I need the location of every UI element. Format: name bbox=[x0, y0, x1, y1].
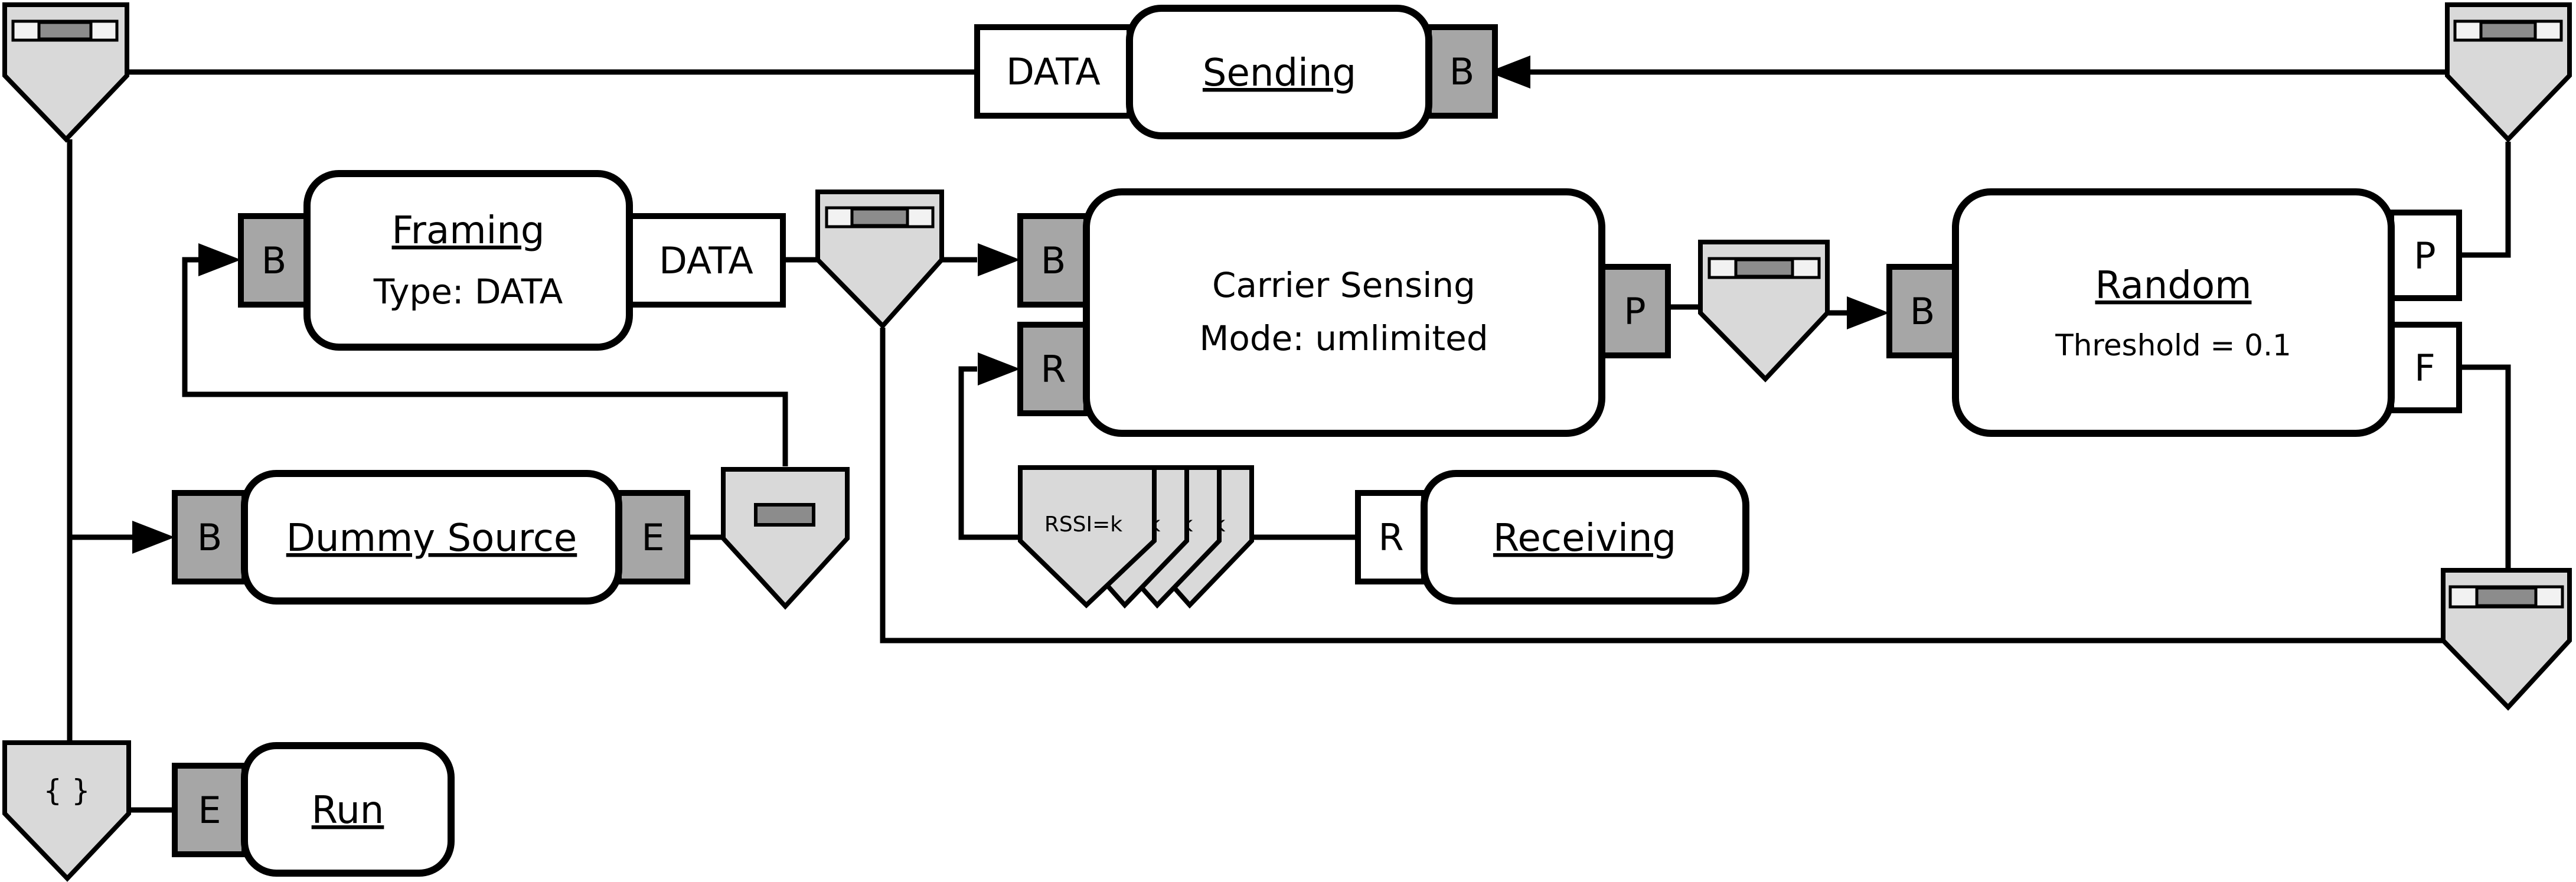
block-random[interactable]: B P F Random Threshold = 0.1 bbox=[1886, 188, 2462, 437]
dummy-port-e[interactable] bbox=[616, 490, 690, 584]
carrier-body[interactable] bbox=[1083, 188, 1605, 437]
carrier-port-p-label: P bbox=[1624, 290, 1645, 333]
run-node-label: { } bbox=[43, 773, 90, 808]
receiving-body[interactable] bbox=[1421, 470, 1749, 605]
slot-fill bbox=[2475, 586, 2538, 607]
framing-title: Framing bbox=[392, 209, 545, 253]
sending-body[interactable] bbox=[1126, 5, 1432, 139]
framing-body[interactable] bbox=[303, 170, 633, 351]
slot-fill bbox=[850, 207, 909, 227]
node-run[interactable]: { } bbox=[2, 740, 131, 882]
slot-fill bbox=[1734, 258, 1794, 278]
framing-port-data-label: DATA bbox=[659, 239, 753, 282]
slot-fill bbox=[2479, 21, 2537, 41]
block-sending[interactable]: DATA B Sending bbox=[974, 5, 1498, 139]
random-port-b-label: B bbox=[1910, 290, 1935, 333]
run-port-e[interactable] bbox=[172, 763, 247, 857]
block-run[interactable]: E Run bbox=[172, 742, 455, 877]
block-receiving[interactable]: R Receiving bbox=[1355, 470, 1749, 605]
receiving-port-r-label: R bbox=[1378, 516, 1403, 559]
random-port-f-label: F bbox=[2414, 347, 2435, 390]
random-port-b[interactable] bbox=[1886, 264, 1958, 358]
stack-label: RSSI=k bbox=[1044, 512, 1122, 537]
node-bottom-right[interactable] bbox=[2441, 568, 2572, 711]
sending-port-data-label: DATA bbox=[1006, 50, 1101, 93]
dummy-body[interactable] bbox=[241, 470, 622, 605]
random-title: Random bbox=[2095, 264, 2252, 308]
node-top-left[interactable] bbox=[2, 2, 129, 143]
arrow-into-framing bbox=[198, 243, 241, 276]
block-carrier-sensing[interactable]: B R P Carrier Sensing Mode: umlimited bbox=[1017, 188, 1671, 437]
carrier-port-r-label: R bbox=[1040, 348, 1066, 391]
node-framing-out[interactable] bbox=[815, 190, 944, 329]
run-port-e-label: E bbox=[198, 789, 221, 832]
rssi-stack[interactable]: k k k RSSI=k bbox=[1018, 465, 1254, 609]
node-dummy-out[interactable] bbox=[721, 467, 850, 610]
carrier-port-b-label: B bbox=[1041, 239, 1066, 282]
random-port-p-label: P bbox=[2414, 234, 2435, 277]
dummy-port-b-label: B bbox=[197, 516, 223, 559]
random-port-f[interactable] bbox=[2388, 322, 2462, 413]
run-title: Run bbox=[312, 789, 384, 832]
connections bbox=[67, 69, 2511, 813]
arrow-into-sending bbox=[1488, 55, 1530, 89]
dummy-port-e-label: E bbox=[641, 516, 664, 559]
wire-stack-to-carrier-r bbox=[958, 366, 1020, 540]
arrowheads bbox=[132, 55, 1889, 554]
arrow-into-carrier-r bbox=[978, 352, 1020, 386]
framing-port-b[interactable] bbox=[238, 213, 310, 308]
wire-random-f-to-bottomright bbox=[2459, 364, 2511, 570]
framing-port-data[interactable] bbox=[626, 213, 786, 308]
sending-port-b-label: B bbox=[1449, 50, 1475, 93]
slot-fill bbox=[37, 21, 93, 41]
dummy-title: Dummy Source bbox=[286, 517, 577, 560]
random-body[interactable] bbox=[1952, 188, 2395, 437]
random-subtitle: Threshold = 0.1 bbox=[2055, 328, 2291, 362]
carrier-title: Carrier Sensing bbox=[1212, 265, 1475, 305]
arrow-into-carrier-b bbox=[978, 243, 1020, 276]
block-dummy-source[interactable]: B E Dummy Source bbox=[172, 470, 690, 605]
dummy-port-b[interactable] bbox=[172, 490, 247, 584]
framing-subtitle: Type: DATA bbox=[373, 272, 563, 312]
carrier-subtitle: Mode: umlimited bbox=[1199, 318, 1488, 358]
slot-fill bbox=[754, 503, 815, 527]
sending-title: Sending bbox=[1203, 51, 1356, 95]
wire-dummy-node-to-framing bbox=[182, 257, 788, 466]
node-top-right[interactable] bbox=[2445, 2, 2572, 143]
block-framing[interactable]: B DATA Framing Type: DATA bbox=[238, 170, 786, 351]
framing-port-b-label: B bbox=[262, 239, 287, 282]
wire-random-p-to-topright bbox=[2459, 142, 2511, 258]
wire-node-to-bottomright bbox=[880, 328, 2444, 643]
arrow-into-random bbox=[1847, 296, 1889, 329]
arrow-into-dummy bbox=[132, 521, 175, 554]
receiving-title: Receiving bbox=[1493, 517, 1676, 560]
node-carrier-out[interactable] bbox=[1698, 240, 1830, 383]
run-body[interactable] bbox=[241, 742, 455, 877]
